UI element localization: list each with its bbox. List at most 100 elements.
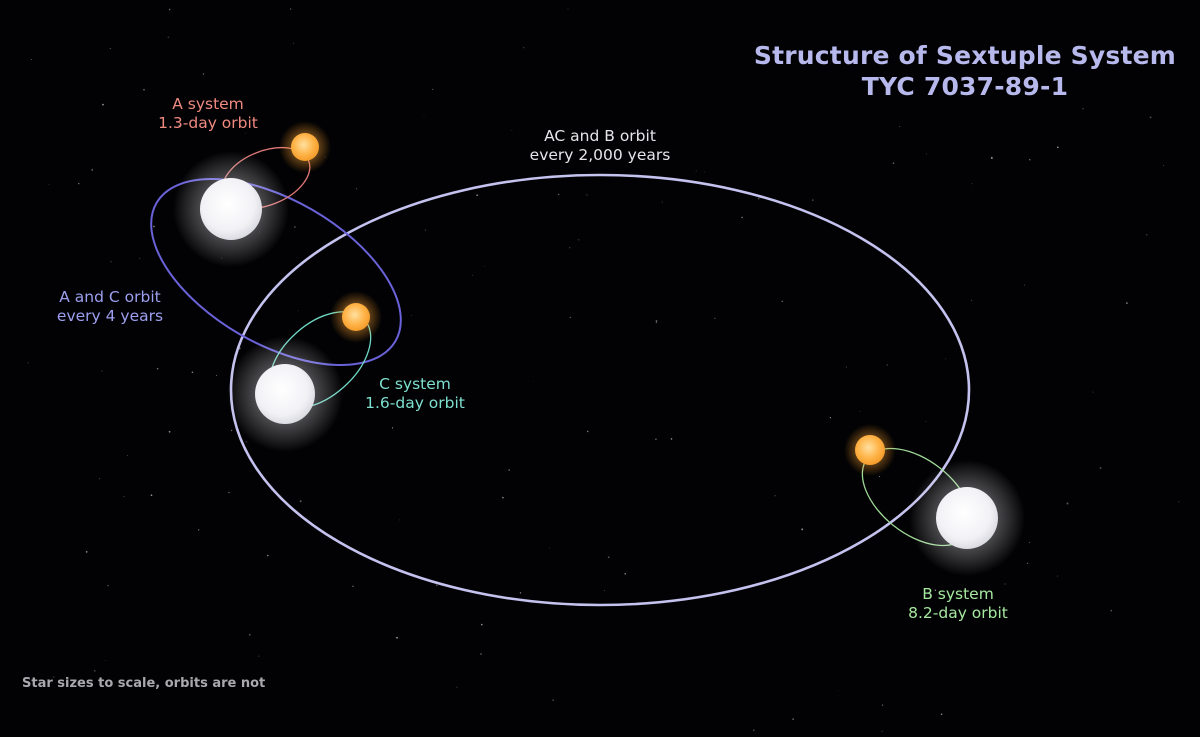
background-star	[587, 430, 589, 433]
background-star	[523, 47, 525, 49]
background-star	[150, 494, 153, 497]
background-star	[569, 316, 572, 319]
background-star	[654, 438, 657, 441]
background-star	[801, 528, 804, 531]
background-star	[1029, 541, 1031, 543]
title-line-1: Structure of Sextuple System	[753, 41, 1176, 70]
background-star	[971, 183, 973, 185]
background-star	[110, 260, 112, 263]
background-star	[1026, 562, 1029, 565]
background-star	[299, 500, 302, 503]
background-star	[881, 704, 884, 706]
background-star	[102, 103, 104, 106]
background-star	[925, 421, 927, 422]
background-star	[899, 125, 901, 128]
diagram-title: Structure of Sextuple System TYC 7037-89…	[754, 40, 1176, 102]
background-star	[655, 321, 658, 323]
background-star	[508, 469, 511, 471]
background-star	[1057, 575, 1059, 577]
background-star	[1092, 391, 1094, 393]
background-star	[940, 713, 943, 716]
background-star	[228, 491, 230, 494]
background-star	[557, 193, 560, 196]
background-star	[1099, 466, 1102, 469]
background-star	[480, 653, 482, 655]
background-star	[994, 611, 996, 613]
a-system-white-star	[173, 151, 289, 267]
background-star	[109, 48, 111, 50]
label-ac-b-orbit-name: AC and B orbit	[544, 127, 656, 145]
background-star	[886, 364, 888, 366]
background-star	[1110, 609, 1113, 612]
background-star	[670, 438, 673, 440]
label-a-system-period: 1.3-day orbit	[158, 114, 258, 132]
background-star	[143, 89, 145, 91]
background-star	[168, 430, 171, 433]
background-star	[99, 478, 101, 480]
label-c-system: C system 1.6-day orbit	[365, 375, 465, 413]
background-star	[93, 669, 96, 672]
background-star	[990, 156, 993, 159]
background-star	[695, 170, 697, 172]
background-star	[549, 547, 551, 549]
background-star	[411, 315, 412, 316]
background-starfield	[27, 8, 1180, 733]
background-star	[1023, 284, 1025, 286]
label-ac-b-orbit: AC and B orbit every 2,000 years	[530, 127, 671, 165]
label-b-system-period: 8.2-day orbit	[908, 604, 1008, 622]
background-star	[391, 427, 394, 429]
background-star	[432, 88, 434, 90]
background-star	[294, 226, 296, 228]
background-star	[1029, 159, 1031, 161]
background-star	[1145, 233, 1148, 236]
label-a-system: A system 1.3-day orbit	[158, 95, 258, 133]
background-star	[168, 8, 171, 11]
b-system-white-star	[909, 460, 1025, 576]
background-star	[766, 48, 769, 50]
background-star	[396, 636, 399, 639]
background-star	[792, 718, 794, 720]
background-star	[53, 676, 55, 678]
background-star	[293, 42, 295, 44]
background-star	[230, 429, 233, 432]
background-star	[476, 194, 479, 197]
background-star	[290, 8, 292, 10]
background-star	[202, 73, 205, 75]
background-star	[1004, 583, 1006, 585]
background-star	[892, 162, 895, 165]
background-star	[1049, 62, 1052, 65]
background-star	[399, 519, 401, 521]
background-star	[837, 690, 839, 692]
a-c-orbit-ellipse	[150, 178, 402, 366]
label-c-system-name: C system	[379, 375, 451, 393]
background-star	[655, 319, 658, 322]
background-star	[107, 584, 109, 587]
background-star	[845, 366, 847, 368]
background-star	[661, 201, 663, 203]
background-star	[774, 495, 776, 497]
background-star	[1125, 302, 1128, 305]
background-star	[153, 225, 155, 228]
scale-footnote: Star sizes to scale, orbits are not	[22, 676, 266, 691]
background-star	[127, 455, 128, 456]
title-line-2: TYC 7037-89-1	[861, 72, 1069, 101]
background-star	[757, 197, 760, 200]
background-star	[1056, 146, 1059, 149]
background-star	[123, 495, 125, 497]
background-star	[753, 729, 755, 731]
background-star	[1178, 501, 1180, 503]
background-star	[934, 589, 937, 592]
background-star	[297, 310, 299, 312]
b-system-orange-star	[844, 424, 896, 476]
label-a-c-orbit-period: every 4 years	[56, 307, 164, 325]
background-star	[191, 371, 194, 374]
background-star	[1149, 116, 1152, 119]
a-system-orange-star	[279, 121, 331, 173]
background-star	[502, 496, 504, 499]
label-a-system-name: A system	[172, 95, 244, 113]
label-b-system: B system 8.2-day orbit	[908, 585, 1008, 623]
background-star	[480, 623, 483, 626]
background-star	[604, 590, 606, 591]
background-star	[101, 370, 103, 372]
background-star	[258, 655, 260, 657]
